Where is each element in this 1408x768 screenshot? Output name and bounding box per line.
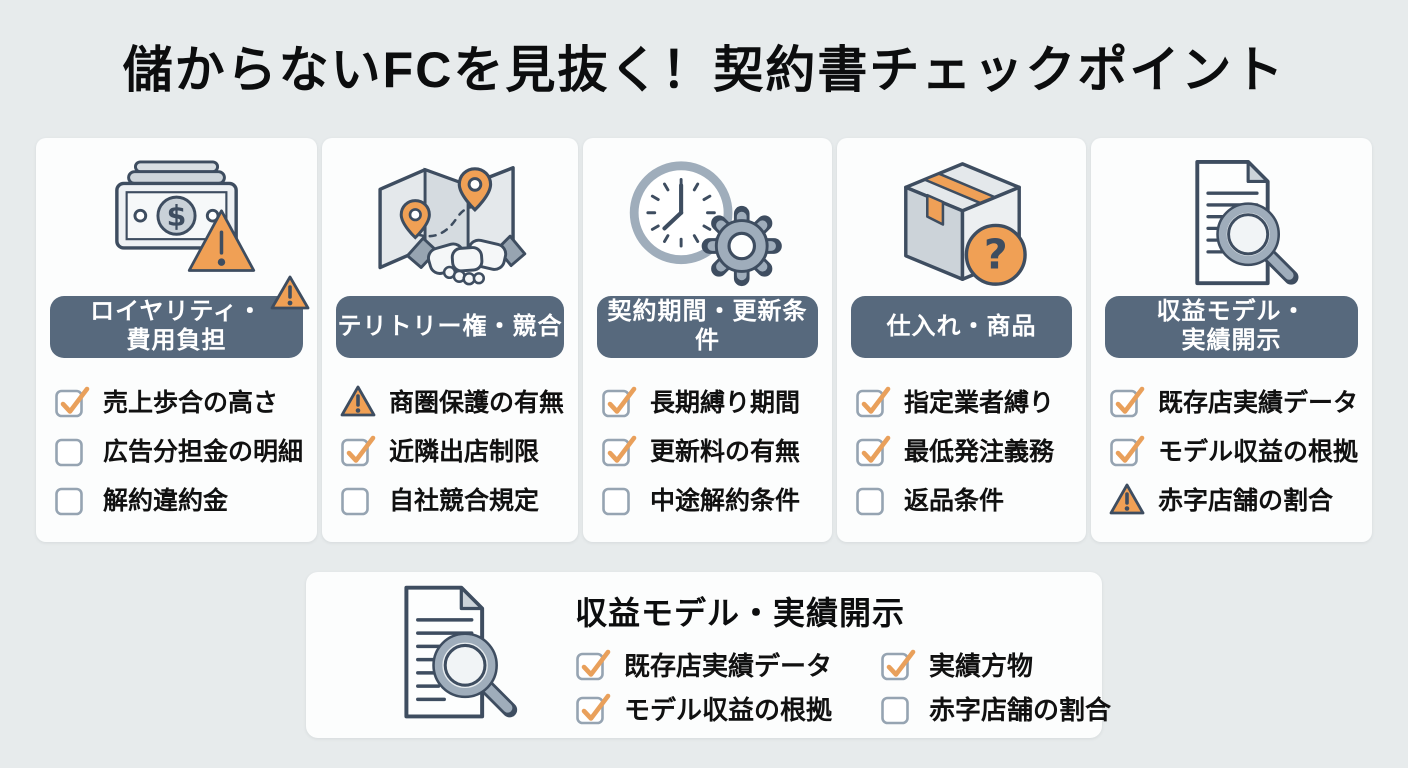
document-search-icon — [1105, 138, 1358, 296]
document-search-icon — [378, 582, 520, 729]
check-item-label: モデル収益の根拠 — [1158, 438, 1359, 466]
summary-title: 収益モデル・実績開示 — [575, 595, 906, 631]
check-item: 広告分担金の明細 — [54, 432, 303, 468]
check-item: 更新料の有無 — [601, 432, 818, 468]
check-item-label: 売上歩合の高さ — [103, 389, 279, 417]
card-period-renewal: 契約期間・更新条件 長期縛り期間 更新料の有無 中途解約条件 — [583, 138, 833, 542]
checked-checkbox-icon — [601, 384, 637, 418]
check-item-label: 実績方物 — [929, 650, 1034, 681]
check-item: 中途解約条件 — [601, 481, 818, 517]
unchecked-checkbox-icon — [601, 482, 637, 516]
card-header-badge: テリトリー権・競合 — [336, 296, 565, 358]
map-handshake-icon — [336, 138, 564, 296]
checked-checkbox-icon — [54, 384, 90, 418]
page-title: 儲からないFCを見抜く！契約書チェックポイント — [122, 42, 1286, 98]
warning-triangle-icon — [269, 274, 311, 312]
check-item: 売上歩合の高さ — [54, 383, 303, 419]
card-territory-competition: テリトリー権・競合 商圏保護の有無 近隣出店制限 自社競合規定 — [322, 138, 579, 542]
card-revenue-disclosure: 収益モデル・ 実績開示 既存店実績データ モデル収益の根拠 赤字店舗の割合 — [1091, 138, 1373, 542]
check-item-label: 近隣出店制限 — [389, 438, 540, 466]
checked-checkbox-icon — [575, 647, 611, 681]
box-question-icon: ? — [851, 138, 1072, 296]
summary-checklist: 既存店実績データ 実績方物 モデル収益の根拠 赤字店舗の割合 — [575, 646, 1111, 726]
check-item-label: 既存店実績データ — [1158, 389, 1359, 417]
check-item-label: 返品条件 — [904, 487, 1005, 515]
check-item-label: モデル収益の根拠 — [624, 694, 833, 725]
check-item-label: 商圏保護の有無 — [389, 389, 565, 417]
money-warning-icon: $ — [50, 138, 303, 296]
check-item: 既存店実績データ — [1109, 383, 1358, 419]
svg-text:$: $ — [166, 199, 186, 232]
clock-gear-icon — [597, 138, 818, 296]
check-item-label: 更新料の有無 — [650, 438, 801, 466]
check-item-label: 解約違約金 — [103, 487, 229, 515]
check-item: モデル収益の根拠 — [575, 690, 880, 726]
unchecked-checkbox-icon — [54, 433, 90, 467]
checked-checkbox-icon — [855, 384, 891, 418]
card-purchasing-products: ? 仕入れ・商品 指定業者縛り 最低発注義務 — [837, 138, 1086, 542]
check-item: 最低発注義務 — [855, 432, 1072, 468]
check-item: 自社競合規定 — [340, 481, 564, 517]
card-header-badge: 契約期間・更新条件 — [597, 296, 819, 358]
checked-checkbox-icon — [601, 433, 637, 467]
checked-checkbox-icon — [855, 433, 891, 467]
check-item: 実績方物 — [880, 646, 1111, 682]
check-item: 赤字店舗の割合 — [1109, 481, 1358, 517]
check-item-label: 広告分担金の明細 — [103, 438, 304, 466]
check-item: 指定業者縛り — [855, 383, 1072, 419]
check-item-label: 長期縛り期間 — [650, 389, 801, 417]
check-item-label: 最低発注義務 — [904, 438, 1055, 466]
checked-checkbox-icon — [575, 691, 611, 725]
summary-card-revenue-disclosure: 収益モデル・実績開示 既存店実績データ 実績方物 モデル収益の根拠 — [306, 572, 1111, 738]
unchecked-checkbox-icon — [855, 482, 891, 516]
unchecked-checkbox-icon — [880, 691, 916, 725]
card-header-badge: 収益モデル・ 実績開示 — [1105, 296, 1359, 358]
check-item: モデル収益の根拠 — [1109, 432, 1358, 468]
checked-checkbox-icon — [880, 647, 916, 681]
card-royalty-costs: $ ロイヤリティ・ 費用負担 — [36, 138, 318, 542]
card-header-badge: ロイヤリティ・ 費用負担 — [50, 296, 304, 358]
check-item-label: 指定業者縛り — [904, 389, 1055, 417]
check-item: 長期縛り期間 — [601, 383, 818, 419]
checkpoint-cards-row: $ ロイヤリティ・ 費用負担 — [36, 138, 1373, 542]
check-item: 近隣出店制限 — [340, 432, 564, 468]
check-item-label: 中途解約条件 — [650, 487, 801, 515]
check-item: 赤字店舗の割合 — [880, 690, 1111, 726]
checked-checkbox-icon — [1109, 433, 1145, 467]
card-header-badge: 仕入れ・商品 — [851, 296, 1072, 358]
check-item: 解約違約金 — [54, 481, 303, 517]
svg-text:?: ? — [983, 230, 1007, 278]
check-item-label: 赤字店舗の割合 — [929, 694, 1112, 725]
check-item-label: 自社競合規定 — [389, 487, 540, 515]
unchecked-checkbox-icon — [340, 482, 376, 516]
warning-triangle-icon — [340, 384, 376, 418]
check-item-label: 赤字店舗の割合 — [1158, 487, 1334, 515]
warning-triangle-icon — [1109, 482, 1145, 516]
checked-checkbox-icon — [340, 433, 376, 467]
unchecked-checkbox-icon — [54, 482, 90, 516]
check-item: 返品条件 — [855, 481, 1072, 517]
checked-checkbox-icon — [1109, 384, 1145, 418]
check-item: 商圏保護の有無 — [340, 383, 564, 419]
check-item-label: 既存店実績データ — [624, 650, 833, 681]
check-item: 既存店実績データ — [575, 646, 880, 682]
